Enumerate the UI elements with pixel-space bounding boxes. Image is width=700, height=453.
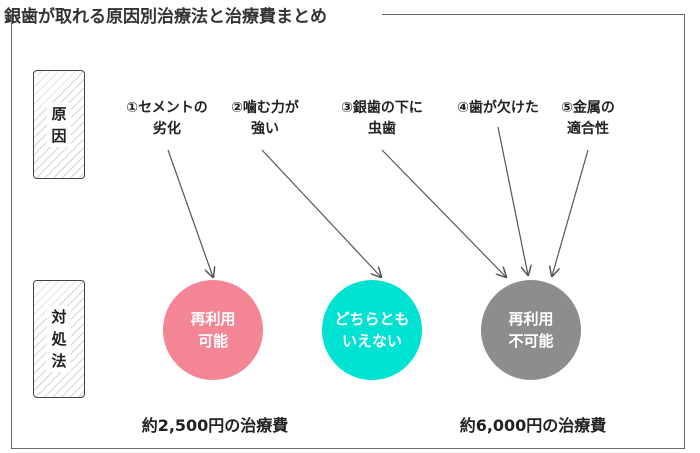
outcome-not-reusable-line: 不可能 — [508, 332, 554, 350]
cause-label-box: 原 因 — [33, 70, 85, 179]
title-rule — [382, 14, 685, 15]
arrow-cause2-to-outcome2 — [261, 149, 381, 277]
cost-reusable: 約2,500円の治療費 — [141, 416, 289, 435]
arrow-cause4-to-outcome3 — [497, 126, 528, 275]
action-label-char: 対 — [47, 306, 71, 328]
outcome-either-line: どちらとも — [334, 310, 410, 328]
outcome-either-line: いえない — [341, 332, 402, 350]
outcome-not-reusable-line: 再利用 — [508, 310, 554, 328]
diagram-frame — [11, 14, 685, 449]
cause-2-line: ②噛む力が — [231, 100, 299, 116]
cause-1-line: 劣化 — [152, 121, 181, 137]
cause-2-line: 強い — [250, 121, 279, 137]
cause-label-char: 原 — [47, 102, 71, 125]
cause-4-line: ④歯が欠けた — [457, 100, 539, 116]
cause-4: ④歯が欠けた — [457, 98, 539, 119]
cause-2: ②噛む力が 強い — [231, 98, 299, 140]
arrow-cause5-to-outcome3 — [552, 149, 589, 276]
action-label-char: 法 — [47, 350, 71, 372]
cause-1-line: ①セメントの — [126, 100, 208, 116]
cost-not-reusable: 約6,000円の治療費 — [459, 416, 607, 435]
cause-3-line: ③銀歯の下に — [341, 100, 423, 116]
outcome-reusable-line: 可能 — [197, 332, 228, 350]
outcome-reusable: 再利用 可能 — [163, 280, 263, 380]
cause-5-line: 適合性 — [566, 121, 609, 137]
arrow-cause1-to-outcome1 — [167, 149, 213, 277]
cause-label-char: 因 — [47, 124, 71, 147]
cause-1: ①セメントの 劣化 — [126, 98, 208, 140]
cause-3: ③銀歯の下に 虫歯 — [341, 98, 423, 140]
page-title: 銀歯が取れる原因別治療法と治療費まとめ — [4, 7, 327, 27]
cause-3-line: 虫歯 — [367, 121, 396, 137]
arrow-cause3-to-outcome3 — [381, 149, 506, 277]
cause-5-line: ⑤金属の — [561, 100, 615, 116]
action-label-box: 対 処 法 — [33, 280, 85, 398]
outcome-either: どちらとも いえない — [322, 280, 422, 380]
outcome-reusable-line: 再利用 — [190, 310, 236, 328]
action-label-char: 処 — [47, 328, 71, 350]
outcome-not-reusable: 再利用 不可能 — [481, 280, 581, 380]
cause-5: ⑤金属の 適合性 — [561, 98, 615, 140]
